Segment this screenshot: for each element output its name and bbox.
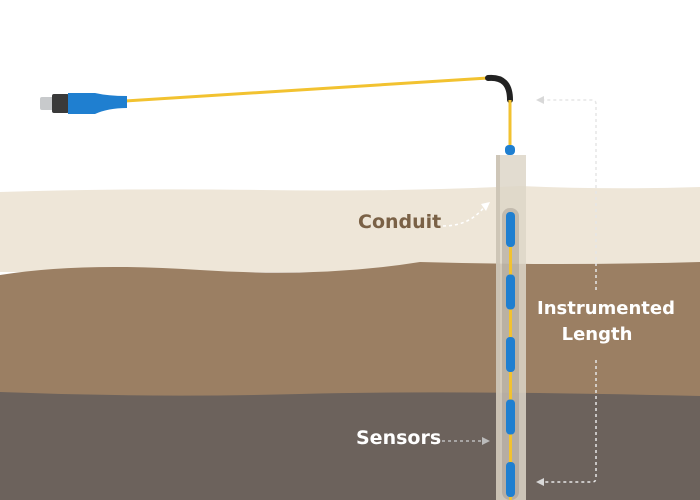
- rock-layer: [0, 392, 700, 500]
- instrumented-length-bracket-bottom: [542, 360, 597, 483]
- conduit-pointer: [442, 205, 486, 227]
- conduit-label: Conduit: [358, 211, 442, 233]
- arrow-head-top: [536, 96, 544, 104]
- instrumented-length-bracket-top: [542, 99, 597, 290]
- sensor: [506, 274, 515, 310]
- cable-end-cap: [505, 145, 515, 155]
- sensor: [506, 212, 515, 247]
- sand-layer: [0, 186, 700, 272]
- sensor: [506, 399, 515, 435]
- instrumented-length-line1: Instrumented: [537, 298, 675, 319]
- cable-bend-sleeve: [485, 74, 513, 103]
- sensors-label: Sensors: [356, 427, 442, 449]
- connector-icon: [40, 93, 127, 114]
- sensor: [506, 337, 515, 372]
- instrumented-length-line2: Length: [561, 324, 633, 345]
- arrow-head-bottom: [536, 478, 544, 486]
- instrumented-length-label: Instrumented Length: [537, 296, 675, 348]
- sensor: [506, 462, 515, 497]
- cable: [124, 76, 489, 103]
